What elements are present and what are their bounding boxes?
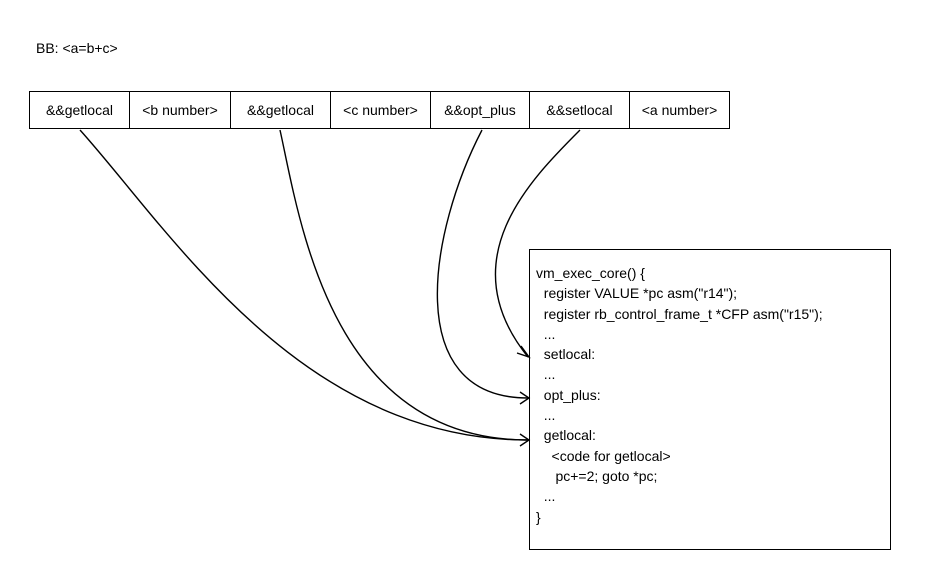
code-line: <code for getlocal> [536,447,671,464]
cell-getlocal-address-2: &&getlocal [231,92,331,128]
code-line: } [536,508,541,525]
code-line: register VALUE *pc asm("r14"); [536,285,738,302]
code-line: ... [536,407,556,424]
arrowhead-opt-plus [519,391,531,405]
vm-exec-core-code-box: vm_exec_core() { register VALUE *pc asm(… [529,249,891,550]
code-line: ... [536,366,556,383]
code-line: register rb_control_frame_t *CFP asm("r1… [536,305,823,322]
arrowhead-getlocal-1 [519,433,531,447]
cell-setlocal-address: &&setlocal [530,92,630,128]
cell-getlocal-address-1: &&getlocal [30,92,130,128]
code-line: pc+=2; goto *pc; [536,467,658,484]
instruction-sequence: &&getlocal <b number> &&getlocal <c numb… [29,91,730,129]
code-line-getlocal-label: getlocal: [536,427,596,444]
cell-c-number: <c number> [331,92,431,128]
arrow-getlocal-2 [279,129,529,441]
cell-opt-plus-address: &&opt_plus [431,92,530,128]
arrowhead-setlocal [516,345,531,359]
code-line: vm_exec_core() { [536,265,645,281]
arrow-opt-plus [436,129,529,399]
code-line-opt-plus-label: opt_plus: [536,386,601,403]
code-line: ... [536,325,556,342]
cell-b-number: <b number> [130,92,231,128]
arrow-getlocal-1 [79,129,529,441]
cell-a-number: <a number> [641,102,718,118]
code-line: ... [536,488,556,505]
code-line-setlocal-label: setlocal: [536,346,596,363]
basic-block-label: BB: <a=b+c> [36,40,118,56]
